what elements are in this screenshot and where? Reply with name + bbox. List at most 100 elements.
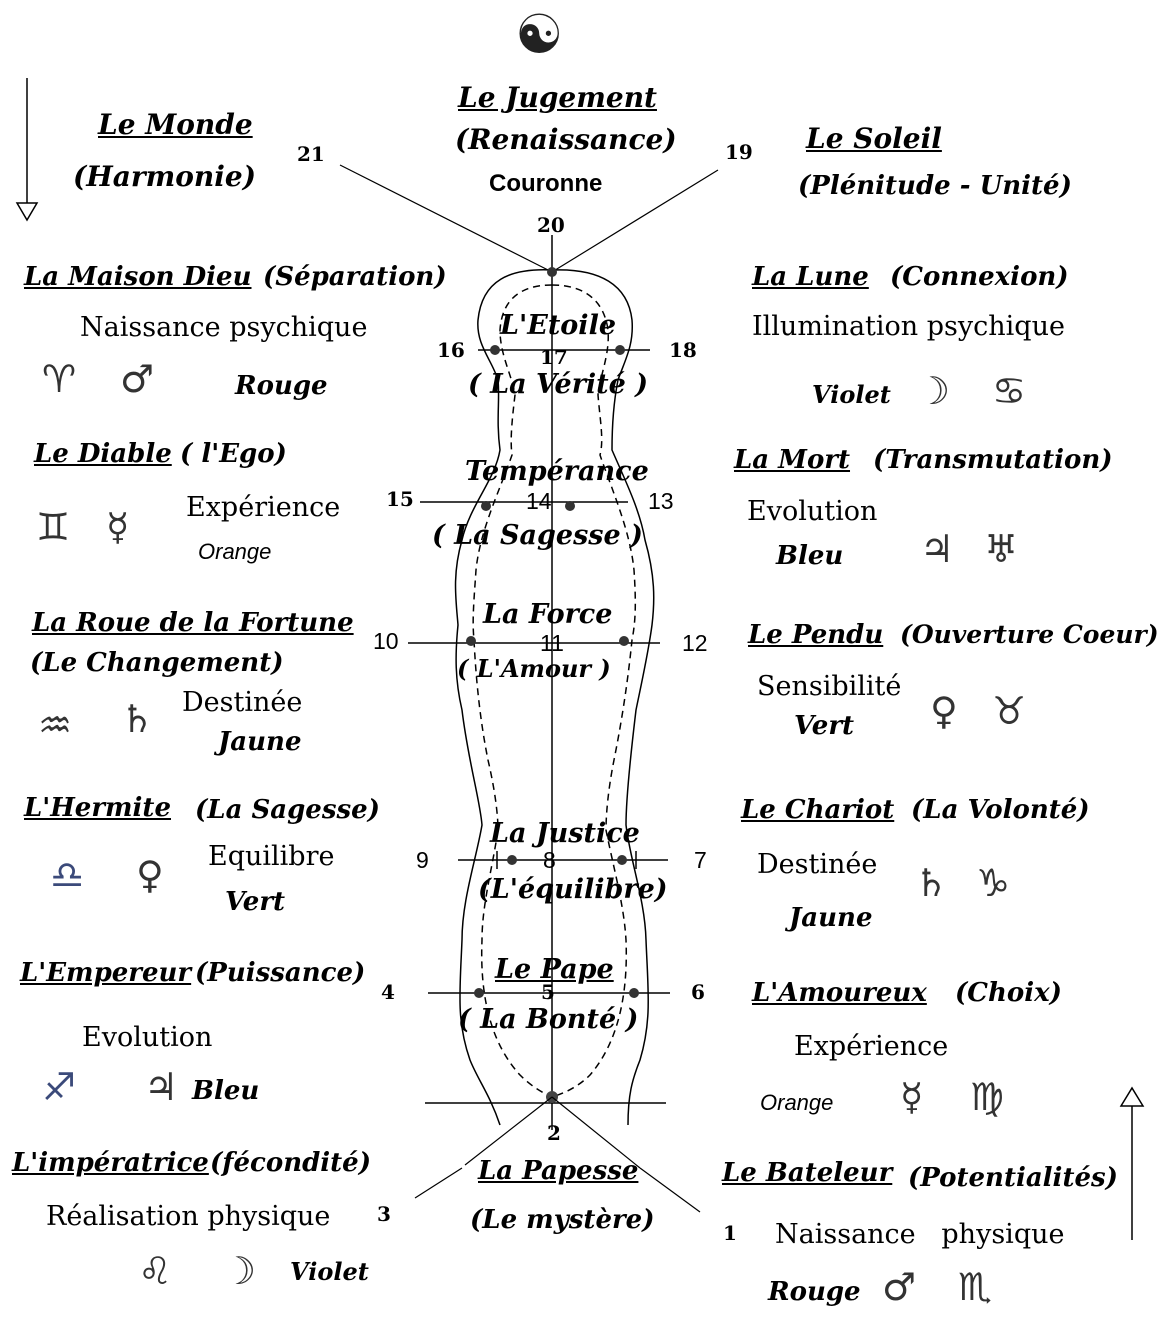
- mars-icon: ♂: [120, 357, 155, 401]
- mort-sub: (Transmutation): [873, 445, 1113, 475]
- number-12: 12: [682, 630, 708, 656]
- taurus-icon: ♉: [992, 689, 1027, 733]
- path-21-20: [339, 164, 553, 273]
- temperance-title: Tempérance: [465, 456, 649, 487]
- diable-desc: Expérience: [186, 492, 341, 523]
- point-7: [617, 855, 627, 865]
- up-arrow-head: [1119, 1086, 1145, 1107]
- mercury-icon: ☿: [106, 505, 130, 549]
- force-title: La Force: [483, 599, 613, 630]
- lune-sub: (Connexion): [890, 262, 1069, 292]
- inner-outline-left: [472, 284, 553, 1098]
- moon-icon: ☽: [222, 1249, 257, 1293]
- maison-dieu-title: La Maison Dieu: [24, 262, 252, 292]
- path-2-3a: [464, 1096, 553, 1166]
- pendu-title: Le Pendu: [748, 620, 884, 650]
- down-arrow-head: [15, 202, 39, 222]
- scorpio-icon: ♏: [958, 1265, 993, 1309]
- number-9: 9: [416, 847, 429, 873]
- etoile-sub: ( La Vérité ): [468, 369, 649, 400]
- jupiter-icon: ♃: [144, 1065, 179, 1109]
- imperatrice-color: Violet: [290, 1257, 369, 1286]
- number-21: 21: [297, 142, 325, 166]
- diable-sub: ( l'Ego): [180, 439, 287, 469]
- etoile-title: L'Etoile: [500, 310, 617, 341]
- imperatrice-sub: (fécondité): [210, 1148, 372, 1178]
- lune-desc: Illumination psychique: [752, 311, 1065, 342]
- path-2-1a: [551, 1096, 641, 1169]
- number-17: 17: [540, 345, 568, 369]
- venus-icon: ♀: [136, 853, 164, 897]
- diable-color: Orange: [198, 539, 272, 564]
- number-15: 15: [386, 487, 414, 511]
- maison-dieu-desc: Naissance psychique: [80, 312, 368, 343]
- mort-color: Bleu: [776, 541, 844, 571]
- number-6: 6: [691, 980, 705, 1004]
- path-3: [414, 1167, 463, 1199]
- number-7: 7: [694, 847, 707, 873]
- point-16: [490, 345, 500, 355]
- imperatrice-desc: Réalisation physique: [46, 1201, 331, 1232]
- point-10: [466, 636, 476, 646]
- number-3: 3: [377, 1202, 391, 1226]
- amoureux-sub: (Choix): [955, 978, 1062, 1008]
- number-10: 10: [373, 628, 399, 654]
- roue-title: La Roue de la Fortune: [32, 608, 354, 638]
- number-13: 13: [648, 488, 674, 514]
- number-14: 14: [526, 488, 552, 514]
- roue-color: Jaune: [218, 727, 302, 757]
- empereur-title: L'Empereur: [20, 958, 192, 988]
- roue-desc: Destinée: [182, 687, 303, 718]
- leo-icon: ♌: [138, 1249, 173, 1293]
- soleil-title: Le Soleil: [806, 122, 942, 155]
- hermite-sub: (La Sagesse): [195, 795, 380, 825]
- number-2: 2: [547, 1121, 561, 1145]
- virgo-icon: ♍: [970, 1075, 1005, 1119]
- amoureux-desc: Expérience: [794, 1031, 949, 1062]
- cancer-icon: ♋: [992, 369, 1027, 413]
- moon-icon-2: ☽: [916, 369, 951, 413]
- bateleur-title: Le Bateleur: [722, 1158, 893, 1188]
- bateleur-color: Rouge: [768, 1277, 861, 1307]
- pendu-color: Vert: [794, 711, 855, 741]
- amoureux-color: Orange: [760, 1090, 834, 1115]
- chariot-sub: (La Volonté): [911, 795, 1090, 825]
- monde-title: Le Monde: [98, 108, 253, 141]
- maison-dieu-color: Rouge: [235, 371, 328, 401]
- number-8: 8: [543, 847, 556, 873]
- jupiter-icon-2: ♃: [920, 527, 955, 571]
- gemini-icon: ♊: [36, 505, 71, 549]
- number-19: 19: [725, 140, 753, 164]
- saturn-icon-2: ♄: [914, 861, 949, 905]
- capricorn-icon: ♑: [976, 861, 1011, 905]
- papesse-title: La Papesse: [478, 1156, 639, 1186]
- pape-title: Le Pape: [495, 954, 614, 985]
- point-4: [474, 988, 484, 998]
- chariot-desc: Destinée: [757, 849, 878, 880]
- mercury-icon-2: ☿: [900, 1075, 924, 1119]
- mort-title: La Mort: [734, 445, 851, 475]
- amoureux-title: L'Amoureux: [752, 978, 927, 1008]
- number-20: 20: [537, 213, 565, 237]
- jugement-title: Le Jugement: [458, 81, 657, 114]
- pendu-sub: (Ouverture Coeur): [900, 620, 1159, 649]
- pendu-desc: Sensibilité: [757, 671, 902, 702]
- path-1: [639, 1167, 701, 1213]
- roue-sub: (Le Changement): [30, 648, 284, 678]
- point-9: [507, 855, 517, 865]
- chariot-title: Le Chariot: [741, 795, 895, 825]
- point-6: [629, 988, 639, 998]
- point-18: [615, 345, 625, 355]
- number-16: 16: [437, 338, 465, 362]
- body-outline-left: [454, 269, 553, 1126]
- jugement-sub: (Renaissance): [455, 123, 677, 156]
- body-outline-right: [551, 269, 655, 1126]
- path-19-20: [551, 169, 719, 273]
- yin-yang-icon: ☯: [515, 3, 564, 66]
- number-4: 4: [381, 980, 395, 1004]
- point-20: [547, 267, 557, 277]
- pape-sub: ( La Bonté ): [458, 1004, 639, 1035]
- force-sub: ( L'Amour ): [457, 654, 611, 683]
